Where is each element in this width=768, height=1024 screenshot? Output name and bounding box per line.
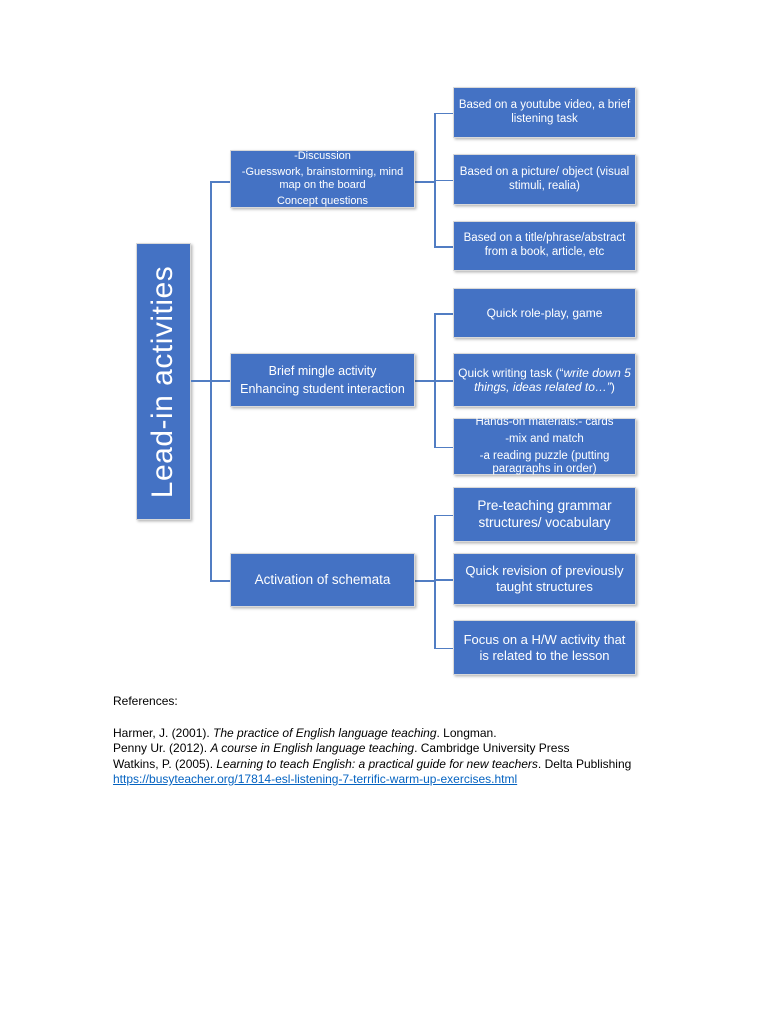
node-text-line: -a reading puzzle (putting paragraphs in…	[458, 450, 631, 478]
node-text-segment: write down 5 things, ideas related to…”	[474, 365, 631, 394]
leaf-node-1-1: Based on a youtube video, a brief listen…	[453, 87, 636, 138]
node-text-line: Activation of schemata	[255, 572, 391, 588]
node-text-segment: -Guesswork, brainstorming, mind map on t…	[241, 165, 404, 191]
node-text-segment: Activation of schemata	[254, 571, 391, 587]
connector-branch-right	[415, 380, 434, 382]
root-node: Lead-in activities	[136, 243, 191, 520]
leaf-node-1-2: Based on a picture/ object (visual stimu…	[453, 154, 636, 205]
leaf-node-3-1: Pre-teaching grammar structures/ vocabul…	[453, 487, 636, 542]
node-text-line: Enhancing student interaction	[240, 382, 405, 397]
node-text-segment: Quick revision of previously taught stru…	[465, 563, 624, 594]
node-text-segment: -mix and match	[505, 432, 584, 445]
reference-entry: Penny Ur. (2012). A course in English la…	[113, 741, 673, 757]
node-text-line: Quick revision of previously taught stru…	[458, 563, 631, 594]
node-text-line: Concept questions	[277, 195, 368, 208]
node-text-line: Based on a picture/ object (visual stimu…	[458, 166, 631, 194]
reference-title-italic: A course in English language teaching	[210, 741, 415, 755]
node-text-line: Focus on a H/W activity that is related …	[458, 632, 631, 663]
connector-leaf-stub	[434, 579, 453, 581]
reference-link[interactable]: https://busyteacher.org/17814-esl-listen…	[113, 772, 518, 786]
node-text-line: -Discussion	[294, 150, 351, 163]
node-text-line: Based on a title/phrase/abstract from a …	[458, 232, 631, 260]
node-text-segment: Pre-teaching grammar structures/ vocabul…	[477, 498, 612, 530]
connector-leaf-stub	[434, 179, 453, 181]
branch-node-3: Activation of schemata	[230, 553, 415, 607]
node-text-segment: Hands-on materials:- cards	[475, 415, 614, 428]
node-text-segment: Based on a title/phrase/abstract from a …	[463, 232, 626, 258]
node-text-segment: Brief mingle activity	[268, 363, 377, 378]
leaf-node-1-3: Based on a title/phrase/abstract from a …	[453, 221, 636, 271]
branch-node-1: -Discussion -Guesswork, brainstorming, mi…	[230, 150, 415, 208]
node-text-line: Quick role-play, game	[487, 306, 603, 320]
node-text-segment: Based on a youtube video, a brief listen…	[458, 98, 631, 125]
reference-entry: Watkins, P. (2005). Learning to teach En…	[113, 757, 673, 773]
node-text-segment: )	[610, 380, 615, 394]
node-text-segment: Quick role-play, game	[486, 305, 603, 320]
connector-leaf-stub	[434, 313, 453, 315]
connector-group-vertical	[434, 514, 436, 649]
leaf-node-3-2: Quick revision of previously taught stru…	[453, 553, 636, 605]
node-text-line: -Guesswork, brainstorming, mind map on t…	[235, 166, 410, 192]
node-text-line: Based on a youtube video, a brief listen…	[458, 99, 631, 127]
node-text-line: Pre-teaching grammar structures/ vocabul…	[458, 498, 631, 530]
node-text-segment: Based on a picture/ object (visual stimu…	[459, 165, 630, 192]
references-section: References: Harmer, J. (2001). The pract…	[113, 694, 673, 788]
connector-branch-right	[415, 580, 434, 582]
node-text-segment: Quick writing task (“	[458, 365, 564, 380]
reference-text: . Cambridge University Press	[414, 741, 570, 755]
leaf-node-2-3: Hands-on materials:- cards -mix and match…	[453, 416, 636, 478]
node-text-line: Quick writing task (“write down 5 things…	[458, 366, 631, 395]
reference-entry: Harmer, J. (2001). The practice of Engli…	[113, 726, 673, 742]
reference-title-italic: Learning to teach English: a practical g…	[216, 756, 538, 771]
node-text-segment: Enhancing student interaction	[240, 381, 405, 396]
node-text-line: Brief mingle activity	[269, 364, 377, 379]
leaf-node-2-1: Quick role-play, game	[453, 288, 636, 338]
reference-text: Penny Ur. (2012).	[113, 741, 211, 755]
connector-leaf-stub	[434, 246, 453, 248]
connector-leaf-stub	[434, 446, 453, 448]
node-text-segment: Focus on a H/W activity that is related …	[463, 631, 626, 663]
connector-branch-right	[415, 181, 434, 183]
reference-text: Watkins, P. (2005).	[113, 756, 217, 771]
node-text-segment: Concept questions	[276, 195, 369, 208]
node-text-line: -mix and match	[505, 433, 584, 447]
connector-root-horizontal	[191, 380, 212, 382]
connector-leaf-stub	[434, 380, 453, 382]
reference-text: . Delta Publishing	[537, 756, 632, 771]
leaf-node-2-2: Quick writing task (“write down 5 things…	[453, 353, 636, 407]
connector-leaf-stub	[434, 112, 453, 114]
connector-leaf-stub	[434, 514, 453, 516]
reference-title-italic: The practice of English language teachin…	[213, 725, 437, 740]
connector-branch-stub	[210, 380, 230, 382]
node-text-segment: -Discussion	[294, 149, 351, 162]
leaf-node-3-3: Focus on a H/W activity that is related …	[453, 620, 636, 675]
reference-text: . Longman.	[436, 725, 497, 740]
connector-branch-stub	[210, 181, 230, 183]
references-heading: References:	[113, 694, 178, 708]
connector-branch-stub	[210, 580, 230, 582]
root-node-label: Lead-in activities	[146, 265, 180, 498]
references-list: Harmer, J. (2001). The practice of Engli…	[113, 726, 673, 773]
reference-text: Harmer, J. (2001).	[113, 725, 214, 740]
node-text-line: Hands-on materials:- cards	[475, 416, 613, 430]
connector-leaf-stub	[434, 647, 453, 649]
node-text-segment: -a reading puzzle (putting paragraphs in…	[479, 449, 610, 476]
